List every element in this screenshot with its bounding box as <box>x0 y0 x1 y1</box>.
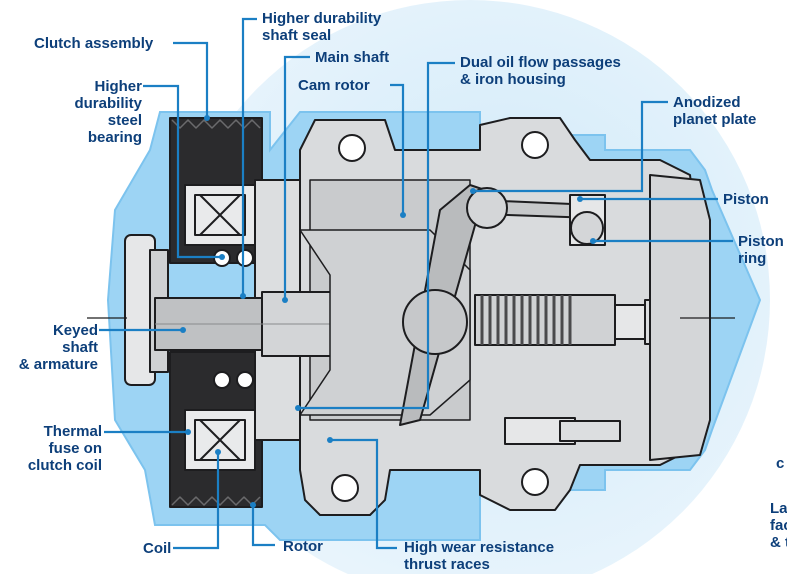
label-piston: Piston <box>723 191 769 208</box>
leader-coil <box>173 452 220 550</box>
label-higher-durability-steel-bearing: Higher durability steel bearing <box>74 78 142 146</box>
leader-main-shaft <box>283 55 310 300</box>
compressor-body <box>124 117 711 516</box>
label-clipped-right: La fac & t <box>770 500 787 551</box>
label-high-wear-thrust-races: High wear resistance thrust races <box>404 539 555 573</box>
leader-rotor <box>251 505 275 547</box>
leader-cam-rotor <box>390 83 405 215</box>
label-rotor: Rotor <box>283 538 323 555</box>
label-dual-oil-flow: Dual oil flow passages & iron housing <box>460 54 621 88</box>
label-keyed-shaft: Keyed shaft & armature <box>18 322 98 373</box>
label-piston-ring: Piston ring <box>738 233 784 267</box>
leader-steel-bearing <box>143 84 222 259</box>
label-cam-rotor: Cam rotor <box>298 77 370 94</box>
label-coil: Coil <box>143 540 172 557</box>
label-clutch-assembly: Clutch assembly <box>34 35 154 52</box>
leader-planet-plate <box>473 100 668 193</box>
label-main-shaft: Main shaft <box>315 49 390 66</box>
leader-lines <box>99 17 733 550</box>
leader-dots <box>180 115 596 508</box>
label-anodized-planet-plate: Anodized planet plate <box>673 94 757 128</box>
leader-clutch-assembly <box>173 41 209 118</box>
leader-dual-oil <box>298 61 455 410</box>
label-higher-durability-shaft-seal: Higher durability shaft seal <box>262 10 382 44</box>
label-clipped-c: c <box>776 455 785 472</box>
leader-shaft-seal <box>241 17 257 296</box>
label-thermal-fuse: Thermal fuse on clutch coil <box>27 423 102 474</box>
leader-thrust-races <box>330 438 397 550</box>
